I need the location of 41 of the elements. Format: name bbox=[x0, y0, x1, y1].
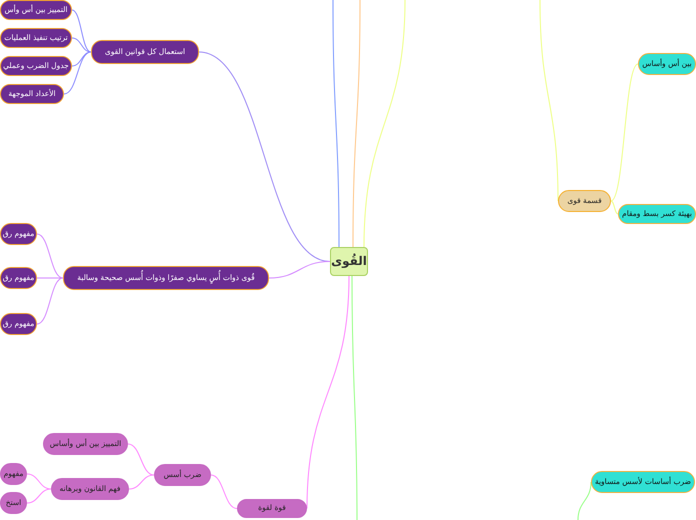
topic-node bbox=[0, 267, 37, 289]
connector-line bbox=[26, 488, 52, 504]
topic-node bbox=[0, 28, 72, 48]
connector-line bbox=[352, 276, 358, 520]
topic-node bbox=[237, 499, 307, 518]
connector-line bbox=[128, 444, 154, 476]
topic-node bbox=[558, 190, 611, 212]
connector-line bbox=[578, 482, 592, 520]
topic-node bbox=[91, 40, 199, 64]
topic-node bbox=[51, 478, 129, 500]
topic-node bbox=[0, 492, 27, 514]
topic-node bbox=[618, 204, 696, 224]
connector-line bbox=[26, 474, 52, 490]
connector-line bbox=[72, 38, 92, 52]
topic-node bbox=[0, 56, 72, 76]
connector-line bbox=[306, 276, 350, 509]
topic-node bbox=[0, 0, 72, 20]
topic-node bbox=[0, 223, 37, 245]
connector-line bbox=[210, 474, 238, 509]
connector-line bbox=[72, 52, 92, 66]
topic-node bbox=[0, 313, 37, 335]
topic-node bbox=[0, 463, 27, 485]
connector-line bbox=[332, 0, 340, 248]
connector-line bbox=[352, 0, 360, 248]
topic-node bbox=[0, 84, 64, 104]
connector-line bbox=[610, 200, 618, 214]
connector-line bbox=[36, 278, 64, 324]
connector-line bbox=[64, 52, 92, 94]
connector-line bbox=[268, 261, 330, 278]
topic-node bbox=[43, 433, 128, 455]
node-label: القُوى bbox=[331, 254, 367, 268]
connector-line bbox=[36, 234, 64, 278]
connector-line bbox=[610, 64, 638, 202]
connector-line bbox=[72, 10, 92, 52]
topic-node bbox=[591, 471, 695, 493]
connector-line bbox=[364, 0, 406, 248]
topic-node bbox=[330, 247, 368, 276]
topic-node bbox=[154, 464, 211, 486]
topic-node bbox=[638, 53, 696, 75]
topic-node bbox=[63, 266, 269, 290]
connector-line bbox=[128, 474, 154, 490]
